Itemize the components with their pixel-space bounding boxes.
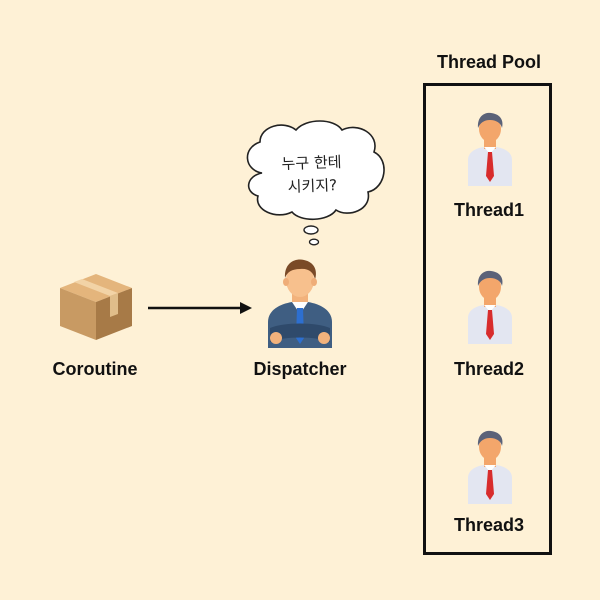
dispatcher-label: Dispatcher xyxy=(253,359,347,379)
thread3-label: Thread3 xyxy=(453,515,525,535)
thread2-label: Thread2 xyxy=(453,359,525,379)
worker-icon xyxy=(468,112,512,186)
thought-bubble-text: 누구 한테 시키지? xyxy=(261,150,363,199)
thread-pool-box xyxy=(423,83,552,555)
worker-icon xyxy=(468,270,512,344)
worker-icon xyxy=(468,430,512,504)
businessman-icon xyxy=(268,259,332,348)
arrow-connector xyxy=(148,302,252,314)
coroutine-label: Coroutine xyxy=(52,359,138,379)
thought-bubble xyxy=(246,120,385,246)
thread-pool-title: Thread Pool xyxy=(436,52,542,72)
thought-line-2: 시키지? xyxy=(287,176,338,196)
package-box-icon xyxy=(60,274,132,340)
thread1-label: Thread1 xyxy=(453,200,525,220)
